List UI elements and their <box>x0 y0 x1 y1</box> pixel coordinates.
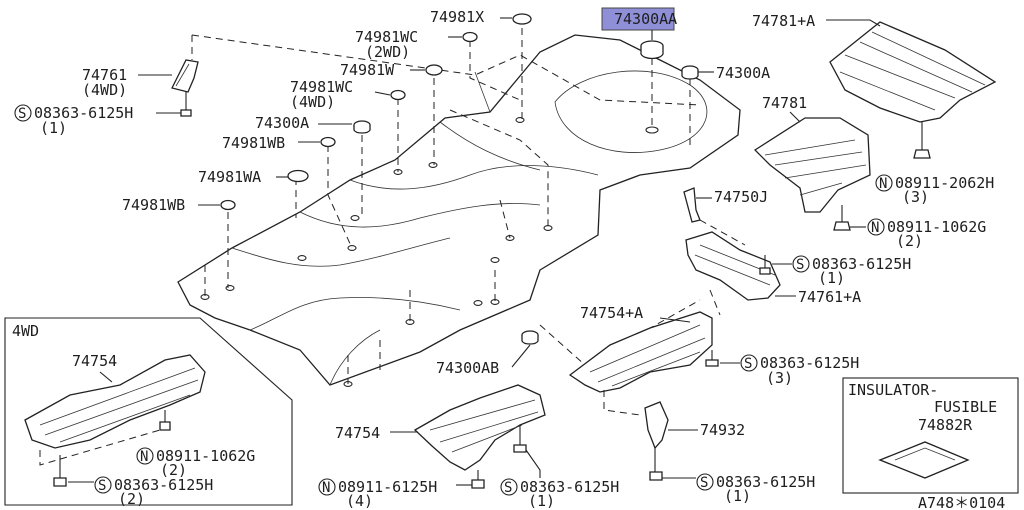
label-s-08363-6125h-b[interactable]: 08363-6125H <box>812 255 911 273</box>
label-74300a-left[interactable]: 74300A <box>255 114 309 132</box>
label-74300ab[interactable]: 74300AB <box>436 359 499 377</box>
bracket-74750j[interactable] <box>683 187 746 246</box>
diagram-code: A748＊0104 <box>918 494 1005 510</box>
qty-n-2062: (3) <box>902 188 929 206</box>
fusible-insulator-pad[interactable] <box>878 441 970 479</box>
label-s-08363-6125h-c[interactable]: 08363-6125H <box>760 354 859 372</box>
heat-shield-74754[interactable] <box>413 384 546 489</box>
label-2wd: (2WD) <box>365 43 410 61</box>
s-symbol-icon <box>14 104 32 122</box>
s-symbol-icon <box>94 476 112 494</box>
label-74981wb-1[interactable]: 74981WB <box>222 134 285 152</box>
n-symbol-icon <box>136 447 154 465</box>
part-labels: 74300AA 74981X 74981WC (2WD) 74981W 7498… <box>14 7 994 510</box>
highlight-box[interactable] <box>601 7 675 31</box>
label-74981wb-2[interactable]: 74981WB <box>122 196 185 214</box>
qty-e: (1) <box>724 487 751 505</box>
bracket-74932[interactable] <box>644 401 669 481</box>
s-symbol-icon <box>696 473 714 491</box>
symbol-n-1: N <box>879 176 887 192</box>
floor-panel[interactable] <box>177 34 741 386</box>
inset-label-n-08911[interactable]: 08911-1062G <box>156 447 255 465</box>
symbol-s-d: S <box>504 480 512 496</box>
label-74300a-right[interactable]: 74300A <box>716 64 770 82</box>
n-symbol-icon <box>318 478 336 496</box>
insulator-part-74882r[interactable]: 74882R <box>918 416 973 434</box>
s-symbol-icon <box>740 354 758 372</box>
s-symbol-icon <box>500 478 518 496</box>
n-symbol-icon <box>875 174 893 192</box>
label-74981x[interactable]: 74981X <box>430 8 484 26</box>
insulator-fusible-box: INSULATOR- FUSIBLE 74882R <box>842 377 1019 494</box>
label-4wd: (4WD) <box>290 93 335 111</box>
inset-label-s-08363[interactable]: 08363-6125H <box>114 476 213 494</box>
inset-title: 4WD <box>12 322 39 340</box>
s-symbol-icon <box>792 255 810 273</box>
insulator-title-2: FUSIBLE <box>934 398 997 416</box>
symbol-s-b: S <box>796 257 804 273</box>
insulator-74761-plus-a[interactable] <box>685 231 781 316</box>
qty-n-6125: (4) <box>346 492 373 510</box>
heat-shield-74781-plus-a[interactable] <box>829 21 997 159</box>
qty-d: (1) <box>528 492 555 510</box>
grommets[interactable] <box>220 13 532 211</box>
symbol-n-2: N <box>871 220 879 236</box>
insulator-title-1: INSULATOR- <box>848 381 938 399</box>
heat-shield-74754-plus-a[interactable] <box>568 311 719 416</box>
qty-c: (3) <box>766 369 793 387</box>
label-s-08363-6125h-d[interactable]: 08363-6125H <box>520 478 619 496</box>
qty-n-1062: (2) <box>896 232 923 250</box>
plug-74300a[interactable] <box>353 40 699 345</box>
symbol-s: S <box>18 106 26 122</box>
inset-4wd: 4WD 74754 N 08911-1062G (2) S 08363-6125… <box>4 317 293 508</box>
label-74981w[interactable]: 74981W <box>340 61 395 79</box>
label-74981wc-2wd[interactable]: 74981WC <box>355 28 418 46</box>
label-74300aa[interactable]: 74300AA <box>614 10 677 28</box>
inset-symbol-s: S <box>98 478 106 494</box>
label-74754[interactable]: 74754 <box>335 424 380 442</box>
label-s-08363-6125h-a[interactable]: 08363-6125H <box>34 104 133 122</box>
label-74761-4wd: (4WD) <box>82 81 127 99</box>
label-74981wa[interactable]: 74981WA <box>198 168 261 186</box>
label-n-08911-2062h[interactable]: 08911-2062H <box>895 174 994 192</box>
inset-label-74754[interactable]: 74754 <box>72 352 117 370</box>
label-n-08911-6125h[interactable]: 08911-6125H <box>338 478 437 496</box>
symbol-s-c: S <box>744 356 752 372</box>
label-74761-plus-a[interactable]: 74761+A <box>798 288 861 306</box>
symbol-s-e: S <box>700 475 708 491</box>
qty-b: (1) <box>818 269 845 287</box>
label-74750j[interactable]: 74750J <box>714 188 768 206</box>
inset-qty-s: (2) <box>118 490 145 508</box>
label-74781[interactable]: 74781 <box>762 94 807 112</box>
label-74981wc-4wd[interactable]: 74981WC <box>290 78 353 96</box>
symbol-n-3: N <box>322 480 330 496</box>
label-74781-plus-a[interactable]: 74781+A <box>752 12 815 30</box>
inset-symbol-n: N <box>140 449 148 465</box>
label-74761[interactable]: 74761 <box>82 66 127 84</box>
bracket-74761[interactable] <box>171 35 199 117</box>
heat-shield-74781[interactable] <box>753 117 871 231</box>
label-n-08911-1062g[interactable]: 08911-1062G <box>887 218 986 236</box>
inset-qty-n: (2) <box>160 461 187 479</box>
floor-leaders <box>191 28 701 384</box>
label-74932[interactable]: 74932 <box>700 421 745 439</box>
qty-a: (1) <box>40 119 67 137</box>
label-74754-plus-a[interactable]: 74754+A <box>580 304 643 322</box>
n-symbol-icon <box>867 218 885 236</box>
label-s-08363-6125h-e[interactable]: 08363-6125H <box>716 473 815 491</box>
